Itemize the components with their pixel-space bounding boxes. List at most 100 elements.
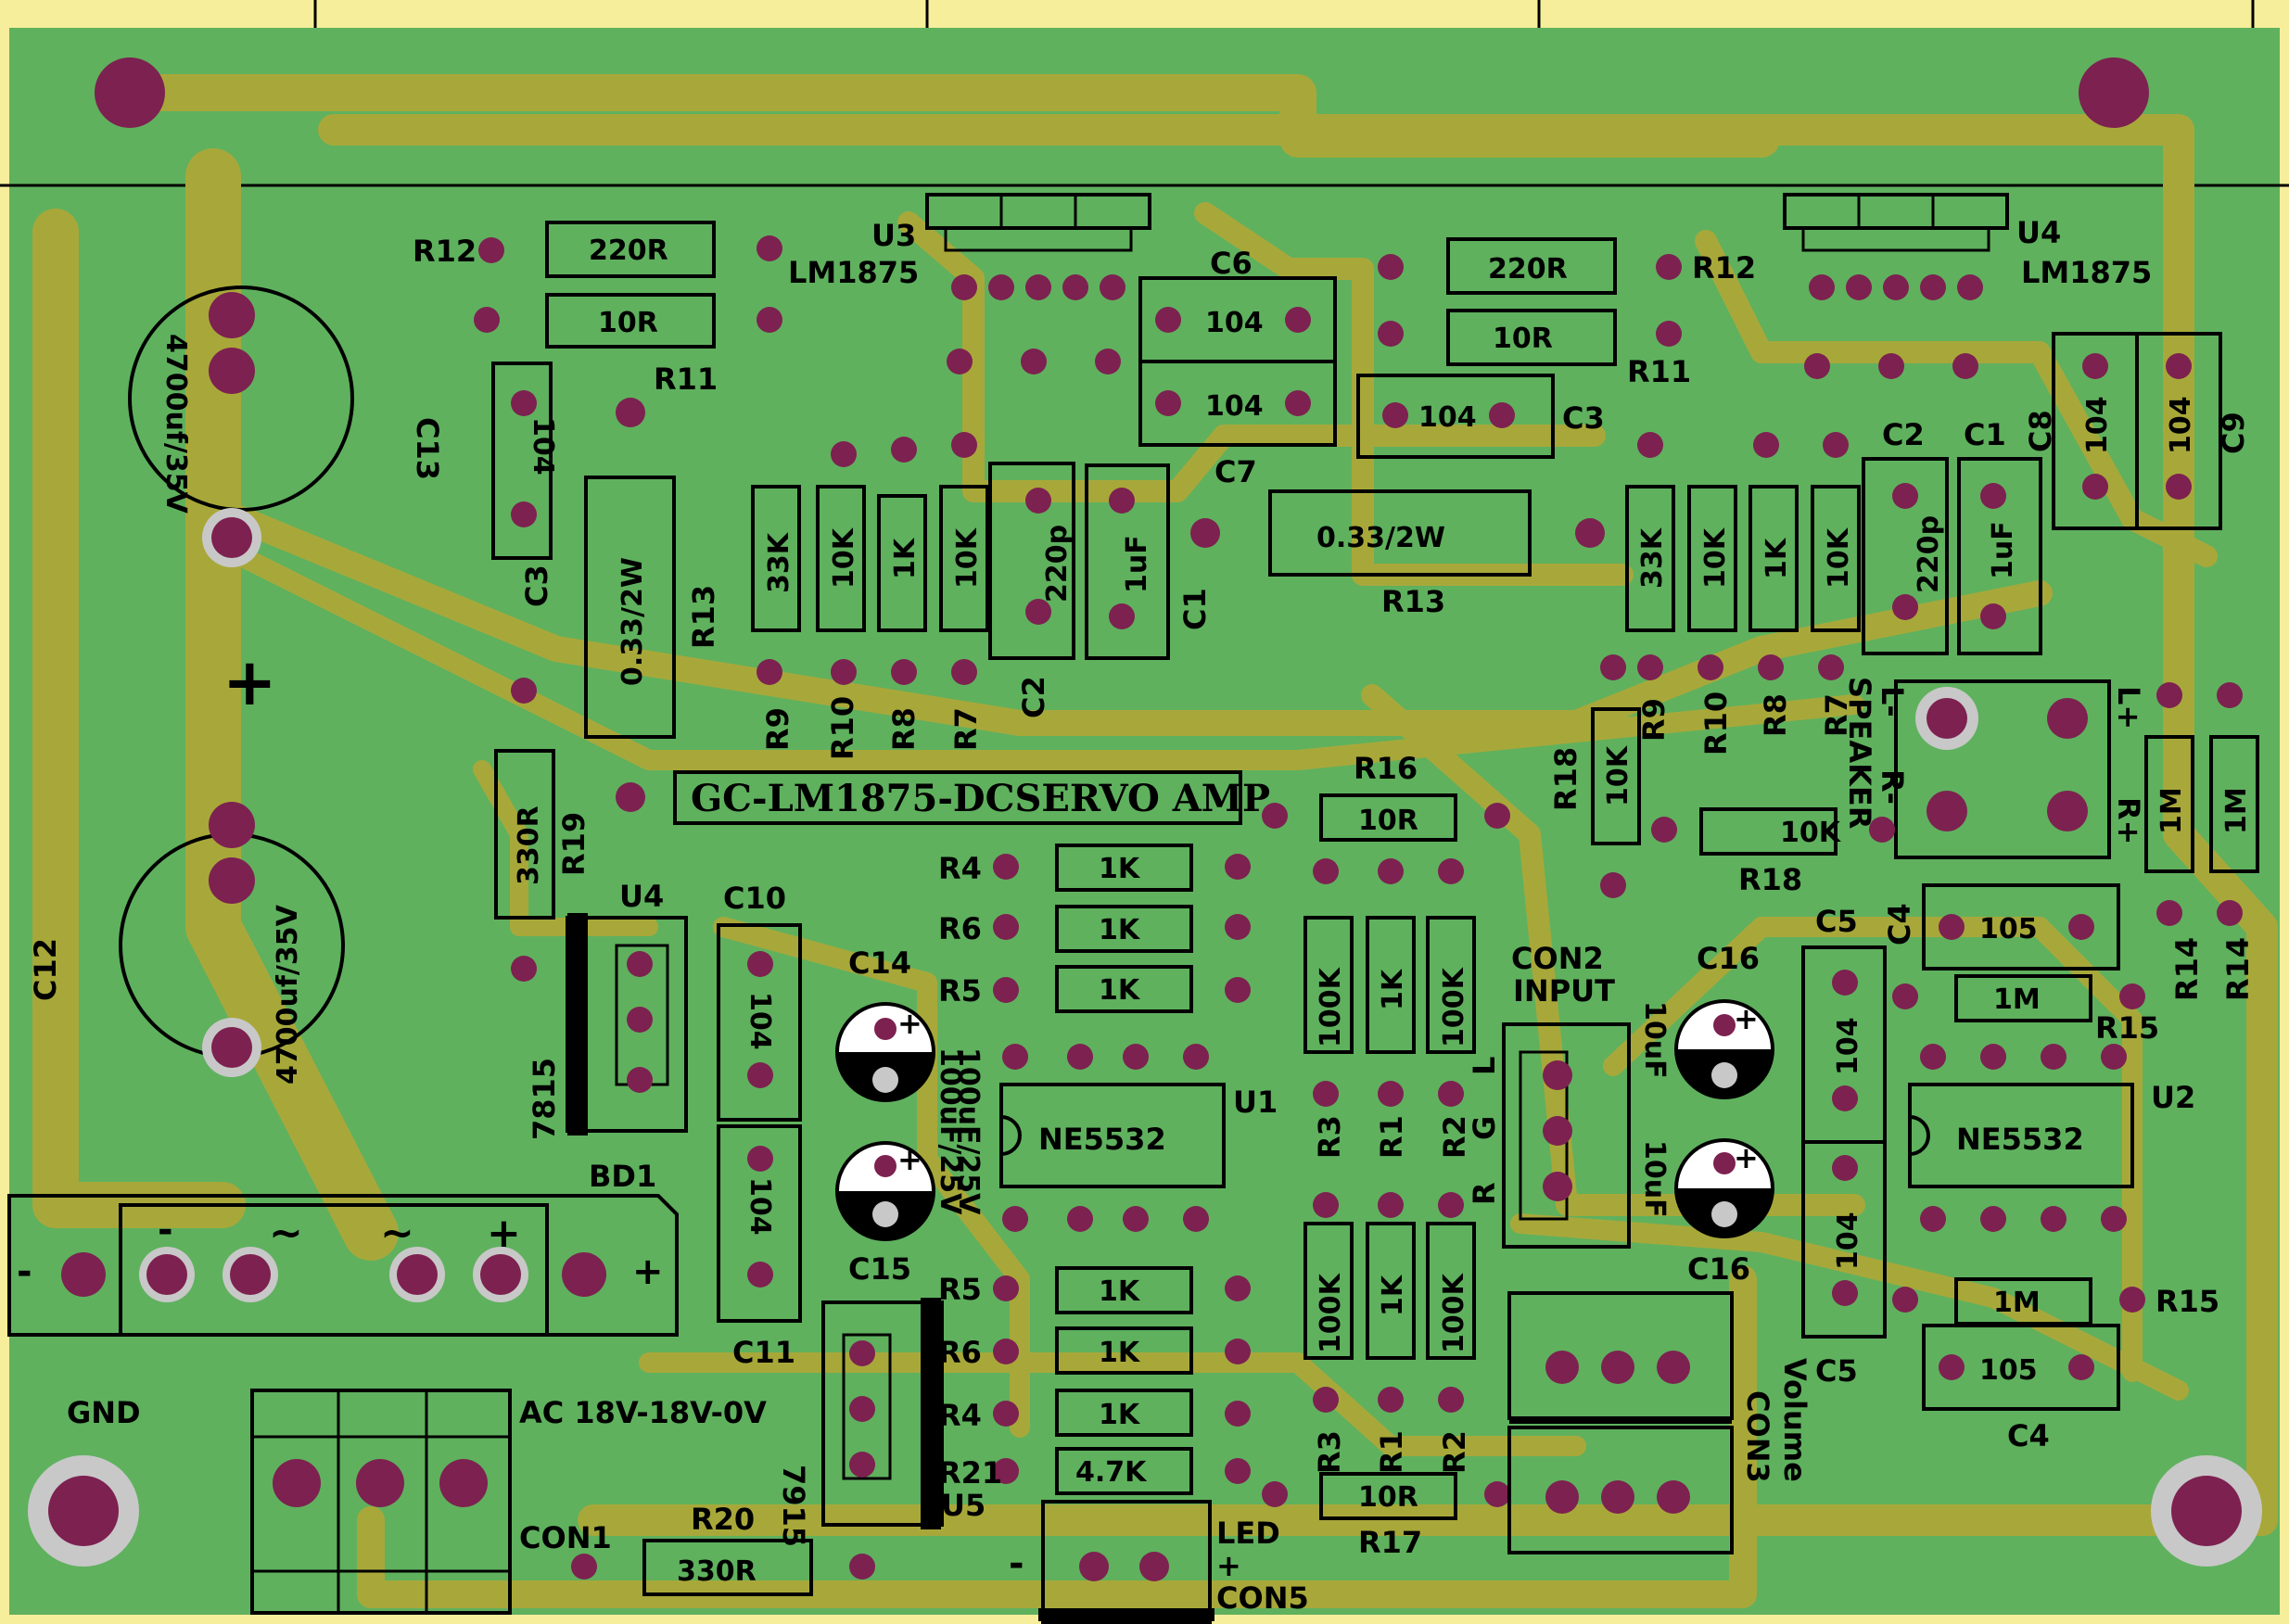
r19-label: R19 <box>556 812 591 876</box>
r9-left-label: R9 <box>760 707 795 751</box>
r5-bottom-label: R5 <box>938 1272 982 1307</box>
resistor-r15-top: 1M R15 <box>1892 974 2159 1046</box>
r8-left-label: R8 <box>886 707 922 751</box>
bd1-label: BD1 <box>589 1159 656 1194</box>
top-edge <box>0 0 2289 187</box>
c1-left-label: C1 <box>1177 588 1213 630</box>
resistor-array-left <box>751 485 989 632</box>
c2-right-label: C2 <box>1882 417 1925 452</box>
input-l-label: L <box>1467 1057 1502 1075</box>
r2-top-value: 100K <box>1438 966 1470 1047</box>
r14-b-label: R14 <box>2220 937 2256 1001</box>
led-label: LED <box>1216 1516 1280 1551</box>
c9-value: 104 <box>2165 396 2197 454</box>
r10-left-label: R10 <box>825 696 860 760</box>
volume-label: Volume <box>1777 1358 1812 1482</box>
r5-bottom-value: 1K <box>1099 1275 1141 1308</box>
c16-top-label: C16 <box>1697 941 1760 976</box>
u3-label: U3 <box>871 218 916 253</box>
r12-left-label: R12 <box>413 234 477 269</box>
r18-vertical-value: 10K <box>1602 744 1634 806</box>
con3-label: CON3 <box>1740 1390 1775 1483</box>
resistor-r12-right: 220R R12 <box>1378 237 1756 295</box>
c16-bottom-plus: + <box>1734 1140 1759 1175</box>
c6-value-b: 104 <box>1205 390 1264 423</box>
c1-right-value: 1uF <box>1987 521 2019 579</box>
r6-top-value: 1K <box>1099 914 1141 946</box>
r11-left-value: 10R <box>598 307 658 339</box>
c4-top-value: 105 <box>1979 913 2038 945</box>
r8-left-value: 1K <box>889 537 922 579</box>
c8-value: 104 <box>2081 396 2114 454</box>
capacitor-c2-c1-left: 220p 1uF C2 C1 <box>988 462 1213 718</box>
resistors-r3-r1-r2-top: 100K 1K 100K R3 R1 R2 L G R <box>1303 858 1502 1205</box>
r15-top-value: 1M <box>1993 983 2041 1016</box>
r20-value: 330R <box>677 1555 757 1588</box>
c15-label: C15 <box>848 1251 911 1287</box>
r1-top-value: 1K <box>1377 968 1409 1010</box>
resistor-r11-right: 10R R11 <box>1378 309 1691 389</box>
bd1-plus-inner: + <box>487 1210 521 1257</box>
resistor-r13-left: 0.33/2W R13 <box>584 398 721 812</box>
bd1-ac-b: ~ <box>380 1210 414 1257</box>
c1-left-value: 1uF <box>1121 535 1153 593</box>
r1-bottom-value: 1K <box>1377 1274 1409 1316</box>
c12-label: C12 <box>28 938 63 1001</box>
r15-bottom-label: R15 <box>2155 1284 2219 1319</box>
c16-top-value: 10uF <box>1638 1001 1671 1079</box>
resistor-array-right-pads <box>1637 432 1849 680</box>
c12-value: 4700uf/35V <box>272 904 304 1085</box>
r3-bottom-label: R3 <box>1312 1430 1347 1474</box>
c1-right-label: C1 <box>1964 417 2006 452</box>
resistor-array-right <box>1625 485 1861 632</box>
u4-right-label: U4 <box>2016 215 2061 250</box>
r8-right-value: 1K <box>1761 537 1793 579</box>
c13-plus: + <box>223 644 277 720</box>
r10-left-value: 10K <box>828 527 860 589</box>
c16-bottom-label: C16 <box>1687 1251 1750 1287</box>
regulator-u3: U3 LM1875 <box>788 193 1151 374</box>
board-title: GC-LM1875-DCSERVO AMP <box>691 777 1270 820</box>
capacitor-c4-top: 105 C4 <box>1882 883 2120 971</box>
r12-right-label: R12 <box>1692 250 1756 285</box>
capacitors-c5: 104 104 C5 C5 <box>1801 904 1887 1389</box>
r16-value: 10R <box>1358 805 1418 837</box>
c13-label: C13 <box>410 417 445 480</box>
regulator-7815-label: 7815 <box>527 1058 562 1140</box>
r11-right-value: 10R <box>1493 323 1553 355</box>
r21-value: 4.7K <box>1075 1456 1148 1489</box>
c6-label: C6 <box>1210 246 1253 281</box>
r2-top-label: R2 <box>1437 1115 1472 1159</box>
c4-top-label: C4 <box>1882 903 1917 945</box>
resistors-r3-r1-r2-bottom: 100K 1K 100K R3 R1 R2 <box>1303 1192 1476 1474</box>
resistor-r19: 330R R19 <box>494 678 591 982</box>
r7-left-value: 10K <box>951 527 984 589</box>
r9-left-value: 33K <box>763 531 795 593</box>
r5-top-label: R5 <box>938 973 982 1009</box>
u2-part: NE5532 <box>1956 1122 2084 1157</box>
c5-top-label: C5 <box>1815 904 1858 939</box>
resistor-r17: 10R R17 <box>1262 1472 1510 1560</box>
r6-bottom-label: R6 <box>938 1335 982 1370</box>
resistors-r5-r6-r4-r21-bottom: R5 R6 R4 R21 1K 1K 1K 4.7K <box>938 1266 1251 1495</box>
r1-bottom-label: R1 <box>1374 1430 1409 1474</box>
c3-left-value: 104 <box>527 417 559 476</box>
resistor-r18-vertical: 10K R18 <box>1548 654 1641 898</box>
resistor-r20: R20 330R <box>571 1502 875 1596</box>
con5-label: CON5 <box>1216 1580 1309 1616</box>
capacitor-c15: + C15 100uF/25V <box>835 1047 985 1287</box>
c3-right-label: C3 <box>1562 400 1605 436</box>
resistor-r13-right: 0.33/2W R13 <box>1190 489 1605 619</box>
r9-right-label: R9 <box>1636 698 1672 742</box>
speaker-connector: SPEAKER L- R- L+ R+ <box>1842 677 2146 859</box>
c7-label: C7 <box>1214 454 1257 489</box>
resistors-r4-r6-r5-top: R4 R6 R5 1K 1K 1K <box>938 844 1251 1013</box>
opamp-u1: NE5532 U1 <box>999 1044 1278 1232</box>
r10-right-value: 10K <box>1699 527 1732 589</box>
resistors-r14: 1M 1M R14 R14 <box>2144 682 2259 1001</box>
r13-left-value: 0.33/2W <box>617 557 649 686</box>
r19-value: 330R <box>513 806 545 885</box>
r15-top-label: R15 <box>2095 1010 2159 1046</box>
capacitor-c12: C12 4700uf/35V <box>28 802 345 1085</box>
